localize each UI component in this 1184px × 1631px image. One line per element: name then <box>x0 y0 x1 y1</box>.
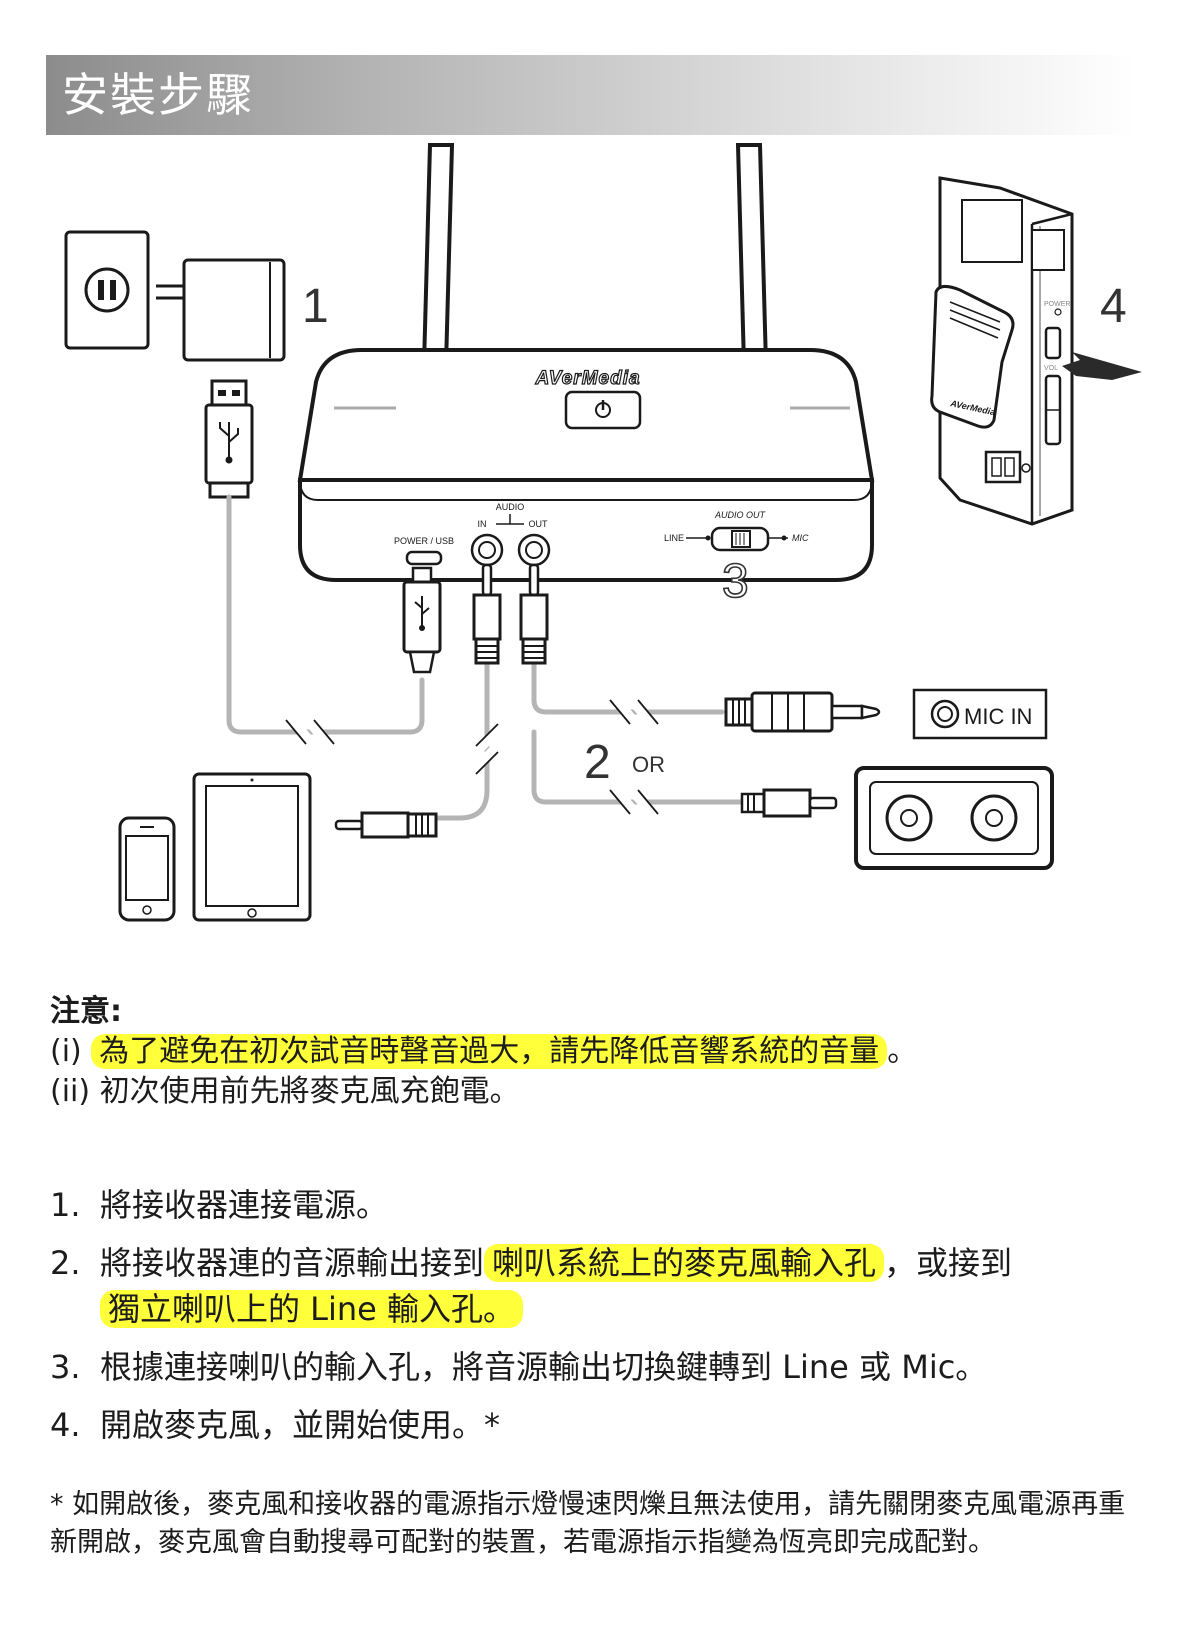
step-text: 開啟麥克風，並開始使用。* <box>100 1406 501 1444</box>
note-2-prefix: (ii) <box>50 1074 100 1109</box>
step-2-mid: ，或接到 <box>884 1244 1013 1282</box>
audio-plug-speaker <box>740 788 838 818</box>
audio-label: AUDIO <box>496 502 525 512</box>
tablet <box>192 772 312 922</box>
arrow-icon <box>1062 352 1142 380</box>
section-title: 安裝步驟 <box>62 68 254 122</box>
step-text: 將接收器連接電源。 <box>100 1186 389 1224</box>
cables <box>226 494 745 821</box>
antennas <box>421 143 769 367</box>
step-text: 將接收器連的音源輸出接到喇叭系統上的麥克風輸入孔，或接到獨立喇叭上的 Line … <box>100 1240 1140 1332</box>
mic-in-text: MIC IN <box>964 704 1032 729</box>
audio-out-label: OUT <box>529 519 549 529</box>
micro-usb-plug <box>402 566 442 674</box>
steps-list: 1. 將接收器連接電源。 2. 將接收器連的音源輸出接到喇叭系統上的麥克風輸入孔… <box>50 1182 1140 1460</box>
step-2-highlight-2: 獨立喇叭上的 Line 輸入孔。 <box>100 1290 524 1328</box>
speaker <box>854 766 1054 870</box>
microphone-transmitter: AVerMedia POWER VOL <box>930 176 1074 526</box>
audio-plug-device <box>334 811 438 839</box>
list-item: 3. 根據連接喇叭的輸入孔，將音源輸出切換鍵轉到 Line 或 Mic。 <box>50 1344 1140 1390</box>
note-1: (i) 為了避免在初次試音時聲音過大，請先降低音響系統的音量。 <box>50 1032 1140 1072</box>
mic-power-label: POWER <box>1044 301 1070 308</box>
step-text: 根據連接喇叭的輸入孔，將音源輸出切換鍵轉到 Line 或 Mic。 <box>100 1348 988 1386</box>
receiver-power-button <box>564 390 642 430</box>
power-adapter <box>156 258 286 362</box>
step-4-marker: 4 <box>1100 280 1127 333</box>
audio-out-switch-label: AUDIO OUT <box>714 510 767 520</box>
step-2-highlight-1: 喇叭系統上的麥克風輸入孔 <box>484 1244 885 1282</box>
section-title-bar: 安裝步驟 <box>46 55 1136 135</box>
note-1-suffix: 。 <box>887 1034 918 1069</box>
note-2-text: 初次使用前先將麥克風充飽電。 <box>99 1074 520 1109</box>
note-1-prefix: (i) <box>50 1034 92 1069</box>
list-item: 4. 開啟麥克風，並開始使用。* <box>50 1402 1140 1448</box>
list-item: 1. 將接收器連接電源。 <box>50 1182 1140 1228</box>
mic-usb-port <box>984 450 1022 484</box>
or-label: OR <box>632 752 665 777</box>
notes-section: 注意: (i) 為了避免在初次試音時聲音過大，請先降低音響系統的音量。 (ii)… <box>50 992 1140 1112</box>
audio-plug-in <box>472 563 502 665</box>
wall-outlet <box>64 230 150 350</box>
step-number: 1. <box>50 1186 81 1224</box>
audio-in-label: IN <box>478 519 487 529</box>
step-2-pre: 將接收器連的音源輸出接到 <box>100 1244 485 1282</box>
audio-out-jack <box>517 533 551 567</box>
installation-diagram: AVerMedia POWER / USB AUDIO IN OUT AUDIO… <box>64 143 1142 922</box>
audio-plug-out <box>519 563 549 665</box>
power-usb-label: POWER / USB <box>394 536 454 546</box>
mic-label: MIC <box>792 533 809 543</box>
step-number: 3. <box>50 1348 81 1386</box>
cable-break-lines <box>285 699 659 815</box>
mic-vol-label: VOL <box>1044 365 1058 372</box>
smartphone <box>118 816 176 922</box>
step-1-marker: 1 <box>302 280 329 333</box>
audio-out-switch <box>710 526 770 552</box>
cable-break-marks <box>288 696 656 818</box>
audio-in-jack <box>470 533 504 567</box>
receiver-device: AVerMedia POWER / USB AUDIO IN OUT AUDIO… <box>297 348 875 582</box>
footnote: * 如開啟後，麥克風和接收器的電源指示燈慢速閃爍且無法使用，請先關閉麥克風電源再… <box>50 1489 1126 1558</box>
step-3-marker: 3 <box>722 555 749 608</box>
audio-plug-mic-in <box>724 691 881 733</box>
step-2-marker: 2 <box>584 736 611 789</box>
mic-power-switch <box>1044 326 1062 360</box>
mic-in-port-label: MIC IN <box>912 688 1048 740</box>
note-2: (ii) 初次使用前先將麥克風充飽電。 <box>50 1072 1140 1112</box>
usb-a-plug <box>204 379 254 499</box>
step-number: 2. <box>50 1244 81 1282</box>
note-1-highlight: 為了避免在初次試音時聲音過大，請先降低音響系統的音量 <box>91 1034 888 1069</box>
usb-port <box>405 550 443 566</box>
line-label: LINE <box>664 533 684 543</box>
list-item: 2. 將接收器連的音源輸出接到喇叭系統上的麥克風輸入孔，或接到獨立喇叭上的 Li… <box>50 1240 1140 1332</box>
brand-logo: AVerMedia <box>534 368 640 389</box>
step-number: 4. <box>50 1406 81 1444</box>
notes-heading: 注意: <box>50 994 122 1029</box>
